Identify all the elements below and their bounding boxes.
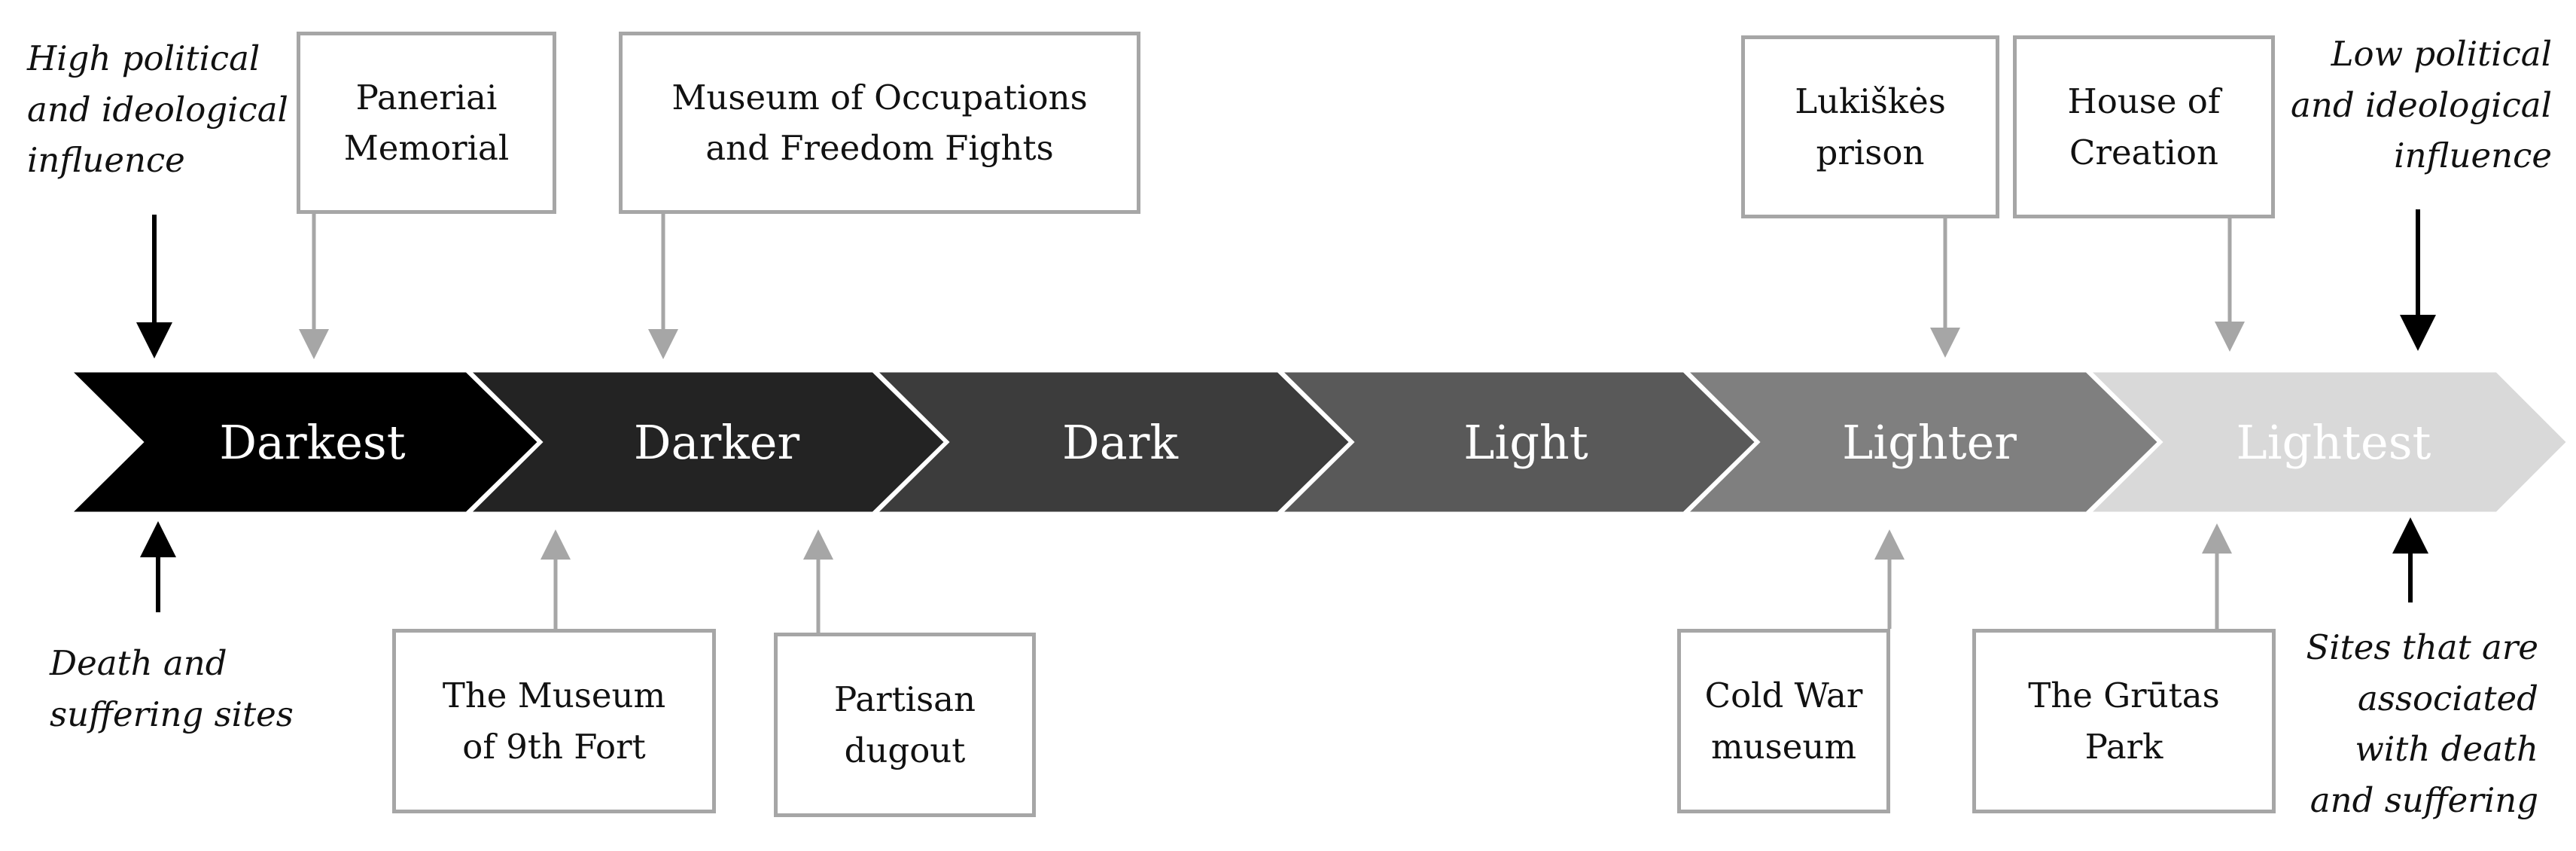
- stage-label-darkest: Darkest: [219, 415, 405, 470]
- note-line: and ideological: [2291, 84, 2552, 125]
- site-line: museum: [1710, 726, 1857, 767]
- note-high-influence: High political and ideological influence: [27, 33, 288, 186]
- influence-arrows: [136, 209, 2436, 612]
- site-box-house-of-creation: House of Creation: [2013, 35, 2275, 218]
- stage-label-dark: Dark: [1062, 415, 1178, 470]
- site-box-cold-war: Cold War museum: [1677, 629, 1890, 813]
- stage-label-lightest: Lightest: [2236, 415, 2431, 470]
- bottom-connectors: [540, 523, 2232, 633]
- site-line: Park: [2084, 726, 2163, 767]
- stage-labels: Darkest Darker Dark Light Lighter Lighte…: [219, 415, 2431, 470]
- site-line: and Freedom Fights: [705, 128, 1054, 168]
- site-line: Memorial: [343, 128, 510, 168]
- note-line: suffering sites: [50, 694, 294, 734]
- site-line: Lukiškės: [1795, 81, 1946, 121]
- note-line: influence: [27, 140, 185, 180]
- site-line: Museum of Occupations: [671, 77, 1088, 117]
- note-line: Death and: [50, 643, 227, 683]
- note-line: and suffering: [2310, 779, 2538, 820]
- note-low-influence: Low political and ideological influence: [2291, 29, 2552, 181]
- site-line: House of: [2067, 81, 2221, 121]
- site-line: prison: [1816, 132, 1925, 172]
- chevron-band: [64, 368, 2571, 516]
- site-box-partisan-dugout: Partisan dugout: [774, 633, 1036, 817]
- site-line: Partisan: [834, 679, 976, 719]
- site-line: Creation: [2069, 132, 2218, 172]
- site-box-lukiskes: Lukiškės prison: [1741, 35, 1999, 218]
- site-box-grutas: The Grūtas Park: [1972, 629, 2276, 813]
- note-death-sites: Death and suffering sites: [50, 638, 294, 740]
- site-box-ninth-fort: The Museum of 9th Fort: [392, 629, 716, 813]
- site-line: The Grūtas: [2028, 676, 2220, 715]
- chevron-lightest: [2083, 368, 2571, 516]
- stage-label-light: Light: [1463, 415, 1588, 470]
- site-box-paneriai: Paneriai Memorial: [297, 32, 556, 214]
- site-box-museum-occupations: Museum of Occupations and Freedom Fights: [619, 32, 1140, 214]
- note-line: with death: [2355, 729, 2538, 769]
- note-associated-sites: Sites that are associated with death and…: [2306, 622, 2538, 825]
- top-connectors: [299, 214, 2245, 359]
- note-line: Low political: [2331, 34, 2552, 74]
- note-line: and ideological: [27, 89, 288, 130]
- note-line: High political: [27, 38, 260, 78]
- note-line: associated: [2357, 678, 2538, 718]
- site-line: dugout: [844, 730, 966, 770]
- note-line: Sites that are: [2306, 627, 2538, 667]
- site-line: The Museum: [442, 676, 666, 715]
- stage-label-darker: Darker: [634, 415, 800, 470]
- site-line: Paneriai: [355, 77, 498, 117]
- note-line: influence: [2394, 136, 2552, 175]
- stage-label-lighter: Lighter: [1842, 415, 2017, 470]
- site-line: of 9th Fort: [462, 726, 646, 767]
- site-line: Cold War: [1704, 676, 1863, 715]
